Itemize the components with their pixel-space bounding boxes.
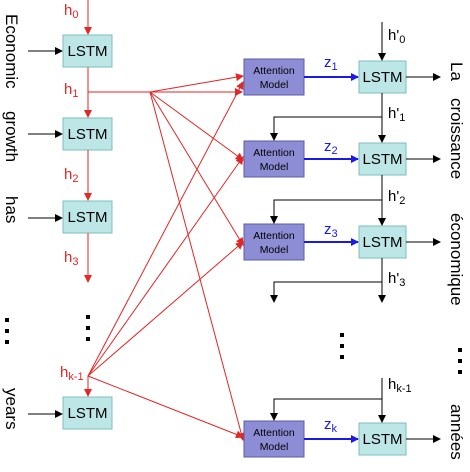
input-word-years: years	[2, 388, 21, 430]
encoder-lstm-1-label: LSTM	[67, 43, 107, 60]
label-s0: h'0	[388, 27, 405, 46]
s2-feedback	[270, 175, 383, 224]
output-word-economique: économique	[447, 213, 466, 306]
output-word-croissance: croissance	[447, 98, 466, 179]
encoder-ellipsis	[86, 315, 90, 341]
decoder-lstm-1: LSTM	[358, 60, 407, 94]
decoder-ellipsis	[340, 333, 344, 359]
sk1-feedback	[270, 378, 383, 421]
svg-text:LSTM: LSTM	[362, 234, 402, 251]
label-z3: z3	[324, 221, 338, 240]
encoder-lstm-k-label: LSTM	[67, 405, 107, 422]
encoder-lstm-2-label: LSTM	[67, 126, 107, 143]
input-word-has: has	[2, 196, 21, 223]
input-ellipsis	[5, 318, 9, 344]
svg-text:Model: Model	[260, 441, 289, 453]
attention-model-2: Attention Model	[243, 140, 305, 178]
label-z1: z1	[324, 54, 338, 73]
decoder-lstm-3: LSTM	[358, 225, 407, 259]
label-h2: h2	[64, 166, 78, 185]
input-word-growth: growth	[2, 111, 21, 162]
input-word-economic: Economic	[2, 14, 21, 89]
svg-text:Attention: Attention	[253, 65, 295, 77]
attention-model-1: Attention Model	[243, 58, 305, 96]
output-word-annees: années	[447, 404, 466, 460]
decoder-lstm-k: LSTM	[358, 422, 407, 456]
label-hk1: hk-1	[60, 364, 84, 383]
attention-model-3: Attention Model	[243, 223, 305, 261]
decoder: Attention Model Attention Model Attentio…	[243, 22, 441, 458]
svg-text:Model: Model	[260, 79, 289, 91]
encoder-lstm-k: LSTM	[62, 396, 113, 430]
attention-connections	[87, 73, 246, 441]
svg-text:Model: Model	[260, 244, 289, 256]
svg-text:Attention: Attention	[253, 147, 295, 159]
output-words: La croissance économique années	[447, 62, 466, 460]
svg-text:Model: Model	[260, 161, 289, 173]
s3-feedback	[270, 258, 383, 303]
label-h0: h0	[64, 2, 78, 21]
output-ellipsis	[458, 348, 462, 374]
svg-text:Attention: Attention	[253, 230, 295, 242]
label-sk1: hk-1	[388, 376, 412, 395]
output-word-la: La	[447, 62, 466, 81]
label-s2: h'2	[388, 188, 405, 207]
svg-text:LSTM: LSTM	[362, 69, 402, 86]
label-z2: z2	[324, 138, 338, 157]
decoder-lstm-2: LSTM	[358, 142, 407, 176]
input-words: Economic growth has years	[2, 14, 21, 430]
svg-text:Attention: Attention	[253, 427, 295, 439]
svg-text:LSTM: LSTM	[362, 151, 402, 168]
svg-text:LSTM: LSTM	[362, 431, 402, 448]
encoder-lstm-2: LSTM	[62, 117, 113, 151]
label-s1: h'1	[388, 105, 405, 124]
label-h1: h1	[64, 81, 78, 100]
encoder-lstm-1: LSTM	[62, 34, 113, 68]
label-h3: h3	[64, 249, 78, 268]
label-zk: zk	[324, 416, 338, 435]
attention-model-k: Attention Model	[243, 420, 305, 458]
encoder-lstm-3: LSTM	[62, 200, 113, 234]
s1-feedback	[270, 93, 383, 141]
encoder-lstm-3-label: LSTM	[67, 209, 107, 226]
label-s3: h'3	[388, 270, 405, 289]
encoder: LSTM LSTM LSTM LSTM h0 h1 h2 h3 hk-1	[28, 0, 113, 430]
